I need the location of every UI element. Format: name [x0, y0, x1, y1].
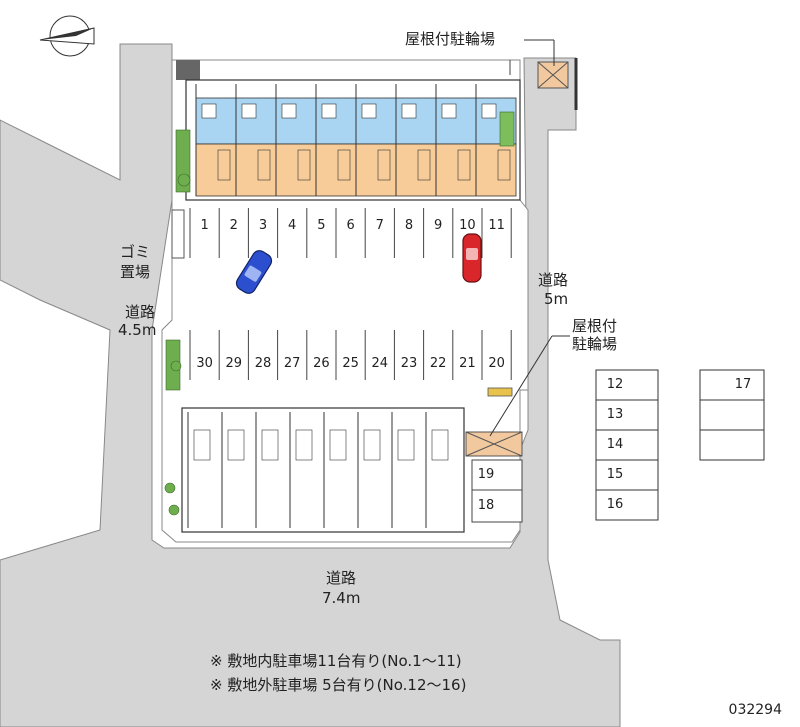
bath-fixture — [281, 103, 297, 119]
label-roofed-bike-parking-side-1: 屋根付 — [572, 317, 618, 335]
parking-number-7: 7 — [375, 218, 384, 233]
parking-number-27: 27 — [283, 356, 301, 371]
unit-fixture — [295, 429, 313, 461]
room-fixture — [457, 149, 471, 181]
room-fixture — [417, 149, 431, 181]
blue-car-icon — [235, 250, 273, 294]
bath-fixture — [241, 103, 257, 119]
unit-fixture — [193, 429, 211, 461]
bath-fixture — [201, 103, 217, 119]
parking-number-30: 30 — [196, 356, 213, 371]
parking-number-6: 6 — [346, 218, 355, 233]
parking-number-10: 10 — [459, 218, 476, 233]
bath-fixture — [401, 103, 417, 119]
label-road-bottom-width: 7.4m — [322, 589, 361, 607]
offsite-parking-right — [699, 369, 765, 461]
greenery — [164, 111, 515, 516]
parking-number-11: 11 — [488, 218, 505, 233]
parking-number-22: 22 — [429, 356, 447, 371]
road-area — [0, 43, 621, 727]
parking-number-20: 20 — [488, 356, 505, 371]
room-fixture — [377, 149, 391, 181]
compass-north-icon — [39, 15, 95, 57]
parking-number-28: 28 — [254, 356, 272, 371]
parking-number-8: 8 — [404, 218, 414, 233]
unit-fixture — [431, 429, 449, 461]
room-fixture — [337, 149, 351, 181]
label-roofed-bike-parking-side-2: 駐輪場 — [572, 335, 618, 353]
unit-fixture — [397, 429, 415, 461]
label-roofed-bike-parking-top: 屋根付駐輪場 — [405, 30, 496, 48]
label-road-left-width: 4.5m — [118, 321, 157, 339]
offsite-parking-left — [595, 369, 659, 521]
parking-number-25: 25 — [342, 356, 359, 371]
note-offsite-parking: ※ 敷地外駐車場 5台有り(No.12～16) — [210, 676, 467, 694]
room-fixture — [257, 149, 271, 181]
unit-fixture — [227, 429, 245, 461]
top-apartment-building — [185, 79, 521, 201]
parking-row-middle — [189, 330, 512, 380]
parking-number-1: 1 — [200, 218, 209, 233]
bath-fixture — [361, 103, 377, 119]
note-onsite-parking: ※ 敷地内駐車場11台有り(No.1～11) — [210, 652, 462, 670]
label-road-right-name: 道路 — [538, 271, 569, 289]
label-road-bottom-name: 道路 — [326, 569, 357, 587]
room-fixture — [497, 149, 511, 181]
parking-number-2: 2 — [229, 218, 238, 233]
label-garbage-1: ゴミ — [120, 243, 151, 261]
bath-fixture — [441, 103, 457, 119]
parking-number-23: 23 — [400, 356, 418, 371]
label-road-right-width: 5m — [544, 290, 569, 308]
parking-number-3: 3 — [258, 218, 268, 233]
grating — [176, 60, 200, 80]
map-code: 032294 — [728, 702, 782, 718]
bath-fixture — [321, 103, 337, 119]
unit-fixture — [261, 429, 279, 461]
parking-number-21: 21 — [459, 356, 476, 371]
offsite-number-15: 15 — [606, 467, 624, 482]
garbage-area — [171, 209, 185, 259]
unit-fixture — [329, 429, 347, 461]
parking-number-5: 5 — [317, 218, 326, 233]
room-fixture — [217, 149, 231, 181]
parking-number-9: 9 — [434, 218, 443, 233]
label-road-left-name: 道路 — [125, 303, 156, 321]
parking-number-29: 29 — [225, 356, 243, 371]
bottom-apartment-building — [181, 407, 465, 533]
offsite-number-17: 17 — [734, 377, 752, 392]
parking-number-26: 26 — [313, 356, 330, 371]
unit-fixture — [363, 429, 381, 461]
parking-number-4: 4 — [288, 218, 297, 233]
parking-row-top — [189, 208, 512, 258]
offsite-number-14: 14 — [606, 437, 624, 452]
parking-number-24: 24 — [371, 356, 389, 371]
room-fixture — [297, 149, 311, 181]
bath-fixture — [481, 103, 497, 119]
offsite-number-12: 12 — [606, 377, 624, 392]
parking-number-19: 19 — [477, 467, 495, 482]
parking-number-18: 18 — [477, 498, 495, 513]
offsite-number-13: 13 — [606, 407, 624, 422]
label-garbage-2: 置場 — [120, 263, 151, 281]
offsite-number-16: 16 — [606, 497, 624, 512]
red-car-icon — [462, 233, 482, 283]
